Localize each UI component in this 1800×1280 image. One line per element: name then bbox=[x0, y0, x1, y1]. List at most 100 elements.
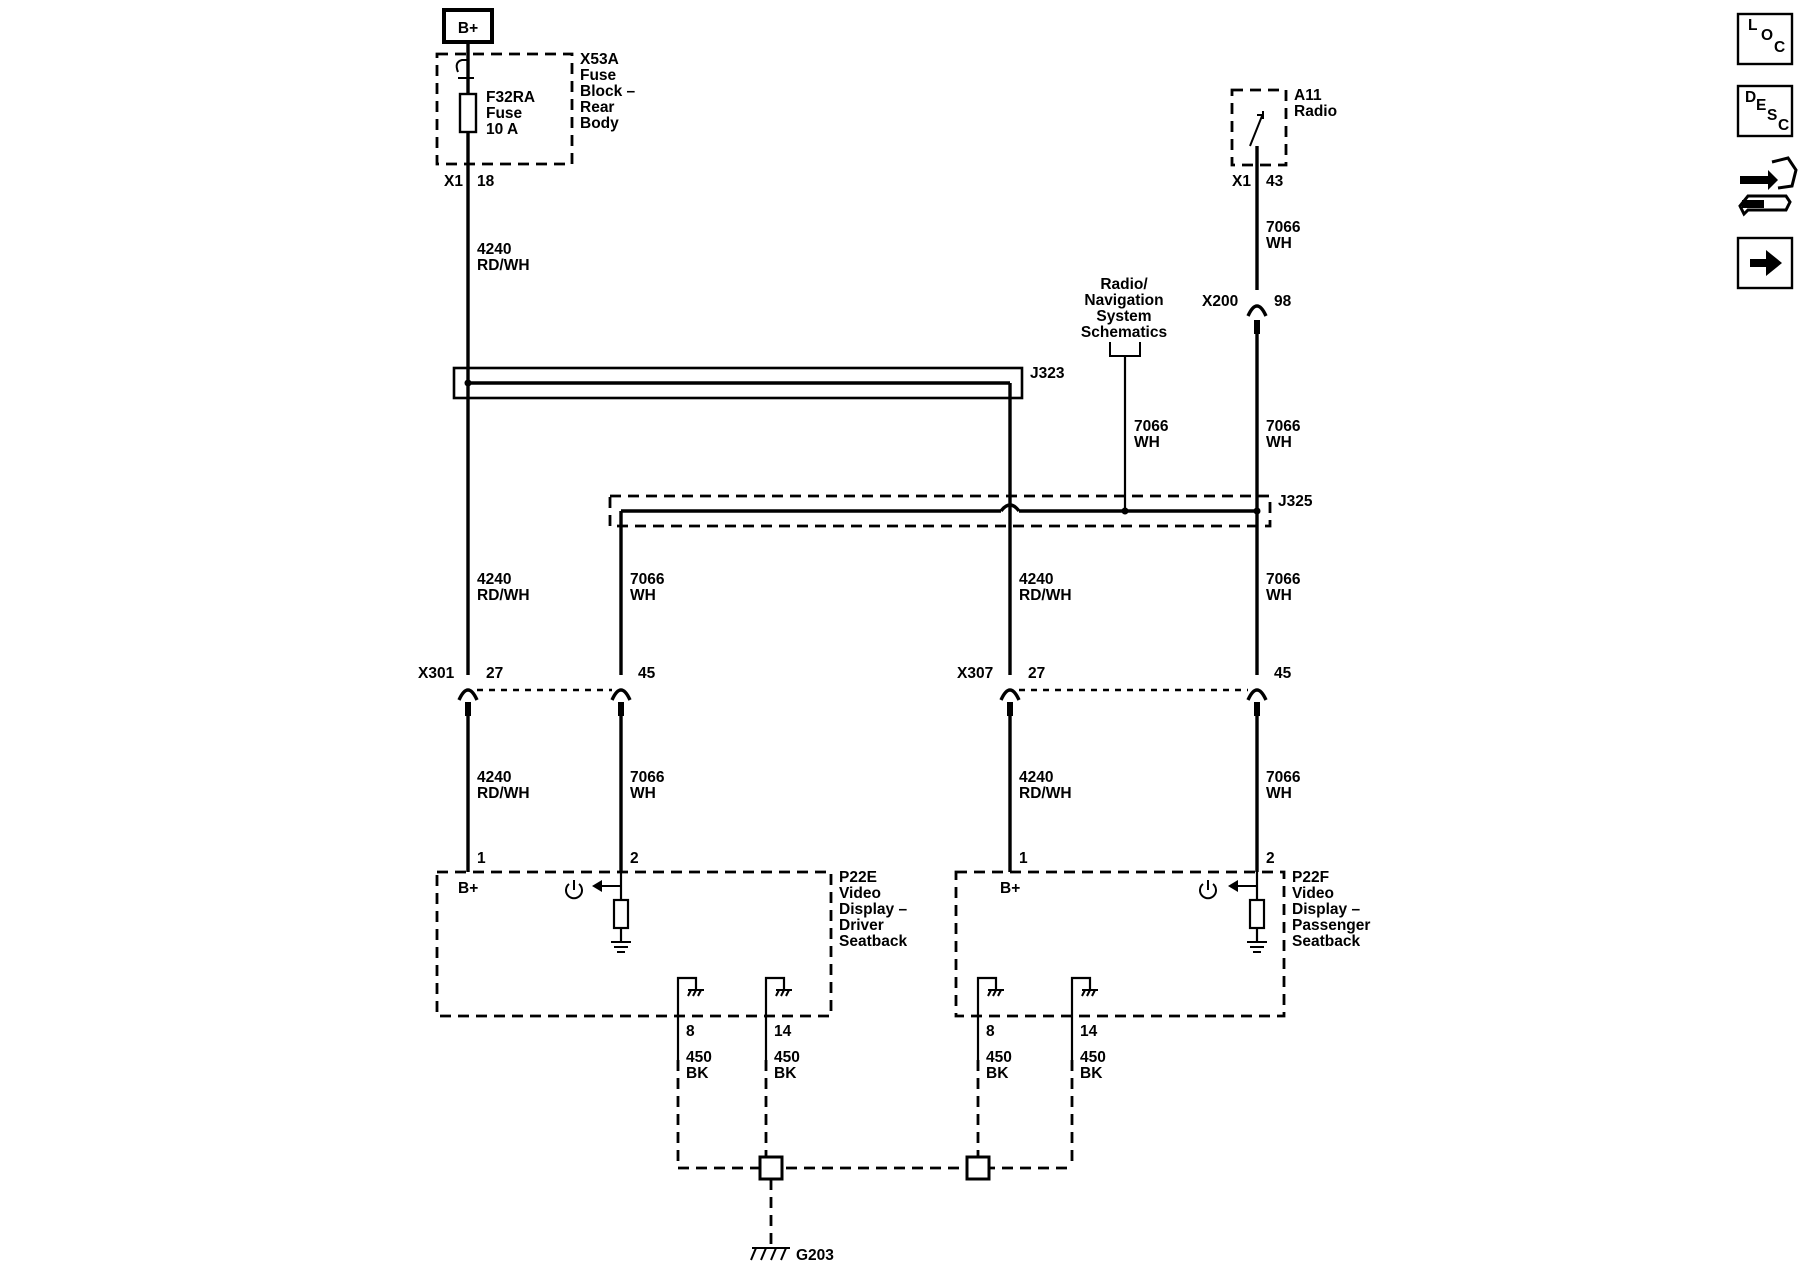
resistor-icon bbox=[1248, 898, 1266, 930]
wire-label-450-num-3: 450 bbox=[986, 1049, 1012, 1066]
fuse-block-line-1: Fuse bbox=[580, 67, 617, 84]
splice-pack-j323: J323 bbox=[452, 365, 1065, 506]
next-button[interactable] bbox=[1736, 236, 1794, 290]
fuse-block-line-4: Body bbox=[580, 115, 619, 132]
wire-label-450-num-4: 450 bbox=[1080, 1049, 1106, 1066]
p22e-pin-8: 8 bbox=[686, 1023, 695, 1040]
wire-label-7066-num-2: 7066 bbox=[1266, 418, 1301, 435]
fuse-block-pin: 18 bbox=[477, 173, 495, 190]
loc-letter-o: O bbox=[1761, 27, 1773, 44]
ref-line-4: Schematics bbox=[1081, 324, 1167, 341]
desc-letter-d: D bbox=[1745, 89, 1756, 106]
fuse-block-connector: X1 bbox=[444, 173, 463, 190]
wire-label-4240-num-1: 4240 bbox=[477, 241, 511, 258]
ref-line-2: Navigation bbox=[1084, 292, 1163, 309]
fuse-block-x53a: F32RA Fuse 10 A X53A Fuse Block – Rear B… bbox=[435, 42, 636, 190]
wire-label-7066-num-6: 7066 bbox=[1266, 769, 1301, 786]
p22f-pin-2: 2 bbox=[1266, 850, 1275, 867]
x200-pin: 98 bbox=[1274, 293, 1292, 310]
desc-letter-s: S bbox=[1767, 107, 1777, 124]
desc-letter-c: C bbox=[1778, 117, 1789, 134]
connector-info-button[interactable] bbox=[1738, 156, 1798, 217]
wire-label-7066-num-5: 7066 bbox=[630, 769, 665, 786]
p22e-line-2: Display – bbox=[839, 901, 907, 918]
wire-label-4240-color-3: RD/WH bbox=[1019, 587, 1072, 604]
power-symbol-icon bbox=[1199, 880, 1217, 900]
splice-square-icon bbox=[965, 1155, 991, 1181]
module-p22e-video-display-driver: 1 2 B+ P22E bbox=[435, 850, 907, 1060]
wire-label-4240-color-2: RD/WH bbox=[477, 587, 530, 604]
wire-label-4240-num-3: 4240 bbox=[1019, 571, 1053, 588]
x307-name: X307 bbox=[957, 665, 993, 682]
x301-pin-b: 45 bbox=[638, 665, 656, 682]
wire-label-7066-num-3: 7066 bbox=[630, 571, 665, 588]
power-symbol-icon bbox=[565, 880, 583, 900]
fuse-name: F32RA bbox=[486, 89, 535, 106]
desc-button[interactable]: D E S C bbox=[1736, 84, 1794, 138]
p22e-pin-2: 2 bbox=[630, 850, 639, 867]
x307-pin-a: 27 bbox=[1028, 665, 1045, 682]
fuse-rating: 10 A bbox=[486, 121, 518, 138]
radio-connector: X1 bbox=[1232, 173, 1251, 190]
splice-square-icon bbox=[758, 1155, 784, 1181]
p22f-line-3: Passenger bbox=[1292, 917, 1370, 934]
p22e-bplus: B+ bbox=[458, 880, 478, 897]
fuse-f32ra-icon bbox=[458, 92, 478, 134]
power-source-b-plus: B+ bbox=[442, 8, 494, 44]
connector-wrench-icon bbox=[1738, 156, 1798, 217]
splice-j323-label: J323 bbox=[1030, 365, 1065, 382]
wire-label-7066-color-1: WH bbox=[1266, 235, 1292, 252]
x301-name: X301 bbox=[418, 665, 455, 682]
p22f-line-4: Seatback bbox=[1292, 933, 1360, 950]
wire-label-4240-num-4: 4240 bbox=[477, 769, 511, 786]
inline-connector-x307: X307 27 45 bbox=[957, 665, 1292, 716]
ground-icon bbox=[750, 1247, 790, 1261]
ground-tab-icon bbox=[687, 989, 704, 997]
x301-pin-a: 27 bbox=[486, 665, 503, 682]
wire-label-4240-num-2: 4240 bbox=[477, 571, 511, 588]
radio-switch-icon bbox=[1249, 115, 1263, 147]
right-arrow-icon bbox=[1750, 250, 1782, 276]
radio-name: A11 bbox=[1294, 87, 1322, 104]
arrow-left-icon bbox=[1228, 880, 1238, 892]
wire-label-450-num-1: 450 bbox=[686, 1049, 712, 1066]
inline-connector-x301: X301 27 45 bbox=[418, 665, 656, 716]
x307-pin-b: 45 bbox=[1274, 665, 1292, 682]
wire-label-450-color-2: BK bbox=[774, 1065, 797, 1082]
resistor-icon bbox=[612, 898, 630, 930]
fuse-block-line-2: Block – bbox=[580, 83, 636, 100]
wire-label-450-color-3: BK bbox=[986, 1065, 1009, 1082]
loc-letter-c: C bbox=[1774, 39, 1785, 56]
desc-letter-e: E bbox=[1756, 97, 1766, 114]
chassis-ground-icon bbox=[1247, 941, 1267, 953]
loc-button[interactable]: L O C bbox=[1736, 12, 1794, 66]
x200-name: X200 bbox=[1202, 293, 1238, 310]
p22f-line-2: Display – bbox=[1292, 901, 1360, 918]
ground-tab-icon bbox=[987, 989, 1004, 997]
p22e-name: P22E bbox=[839, 869, 877, 886]
wire-label-7066-color-5: WH bbox=[630, 785, 656, 802]
wire-label-7066-num-4: 7066 bbox=[1266, 571, 1301, 588]
p22f-pin-1: 1 bbox=[1019, 850, 1028, 867]
ref-radio-navigation-schematics: Radio/ Navigation System Schematics 7066… bbox=[1081, 276, 1169, 511]
splice-j325-label: J325 bbox=[1278, 493, 1313, 510]
wire-label-450-color-1: BK bbox=[686, 1065, 709, 1082]
wire-label-7066-color-2: WH bbox=[1266, 434, 1292, 451]
radio-a11: A11 Radio X1 43 bbox=[1230, 87, 1337, 190]
p22f-bplus: B+ bbox=[1000, 880, 1020, 897]
ground-tab-icon bbox=[775, 989, 792, 997]
wire-label-4240-num-5: 4240 bbox=[1019, 769, 1053, 786]
radio-pin: 43 bbox=[1266, 173, 1284, 190]
p22f-line-1: Video bbox=[1292, 885, 1334, 902]
p22e-line-4: Seatback bbox=[839, 933, 907, 950]
ground-network-g203: G203 bbox=[676, 1060, 1074, 1264]
wire-label-450-color-4: BK bbox=[1080, 1065, 1103, 1082]
p22e-pin-1: 1 bbox=[477, 850, 486, 867]
p22e-line-3: Driver bbox=[839, 917, 884, 934]
module-p22f-video-display-passenger: 1 2 B+ P22F Video bbox=[954, 850, 1370, 1060]
wire-label-450-num-2: 450 bbox=[774, 1049, 800, 1066]
fuse-block-line-3: Rear bbox=[580, 99, 614, 116]
p22f-pin-8: 8 bbox=[986, 1023, 995, 1040]
p22e-pin-14: 14 bbox=[774, 1023, 792, 1040]
splice-pack-j325: J325 bbox=[608, 493, 1313, 675]
